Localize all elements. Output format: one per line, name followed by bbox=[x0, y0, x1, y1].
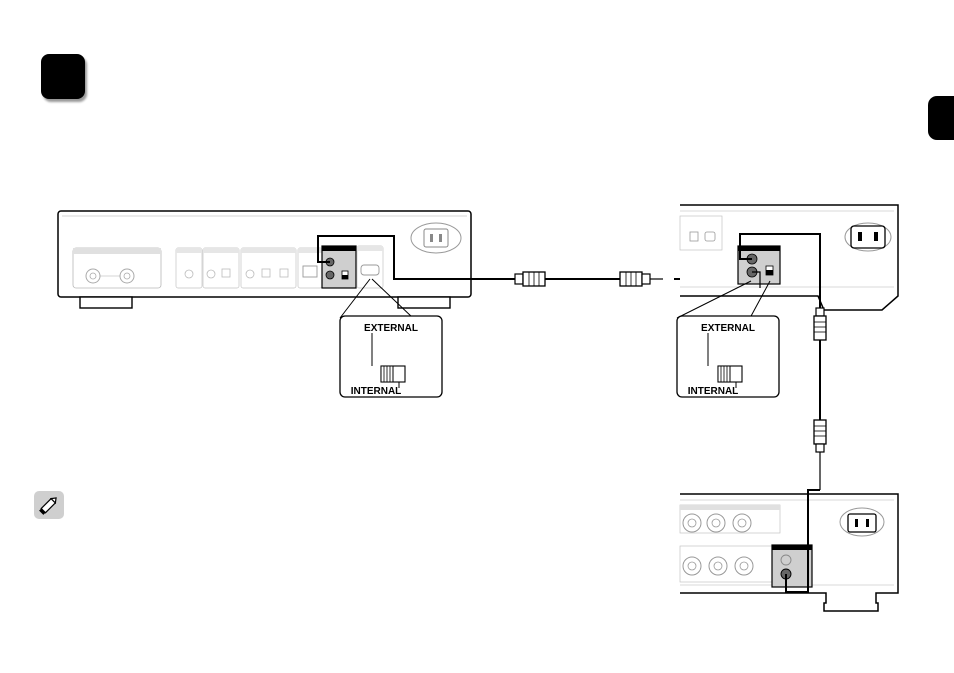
vertical-remote-cable bbox=[813, 307, 827, 490]
right-switch-callout: EXTERNAL INTERNAL bbox=[676, 280, 780, 398]
note-pencil-icon bbox=[34, 491, 64, 519]
left-switch-callout: EXTERNAL INTERNAL bbox=[339, 278, 443, 398]
right-upper-device-panel bbox=[679, 204, 899, 311]
left-device-rear-panel bbox=[57, 210, 515, 309]
left-external-label: EXTERNAL bbox=[364, 323, 418, 334]
pencil-icon bbox=[39, 497, 57, 515]
left-internal-label: INTERNAL bbox=[351, 386, 402, 397]
right-external-label: EXTERNAL bbox=[701, 323, 755, 334]
section-side-tab bbox=[928, 96, 954, 140]
right-lower-device-panel bbox=[679, 489, 899, 612]
right-internal-label: INTERNAL bbox=[688, 386, 739, 397]
step-number-badge bbox=[41, 54, 85, 99]
remote-cable bbox=[514, 271, 740, 287]
